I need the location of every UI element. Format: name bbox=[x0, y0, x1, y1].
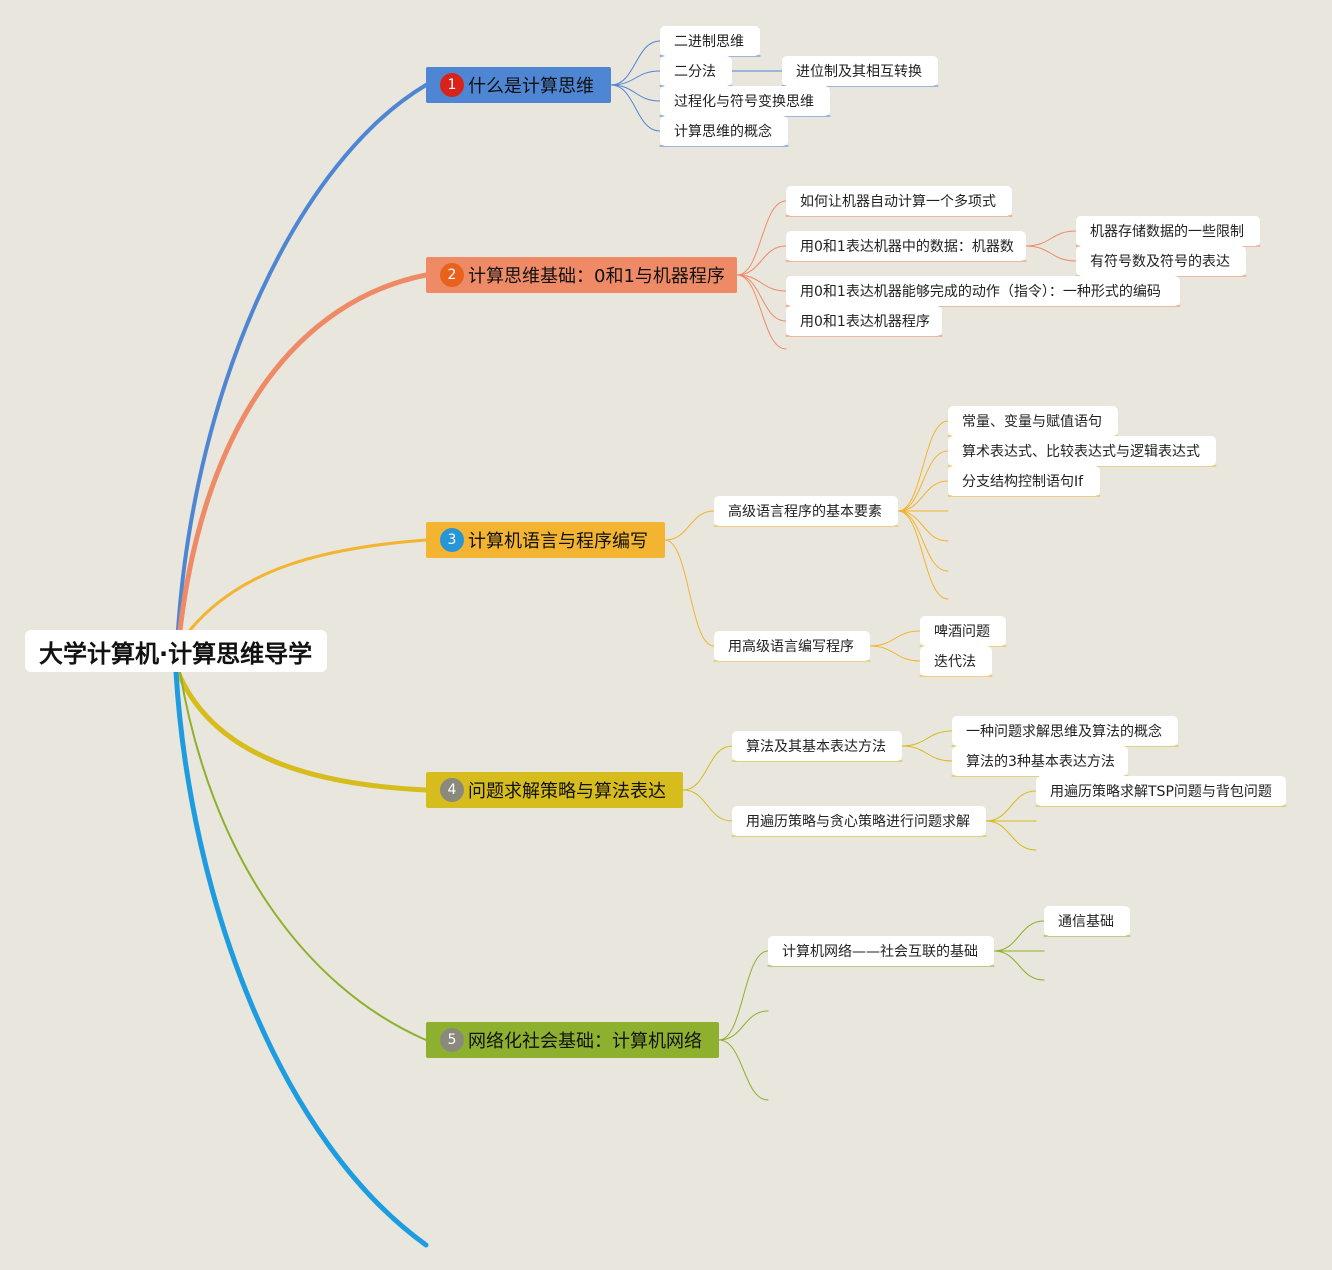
subtopic-1-3[interactable]: 过程化与符号变换思维 bbox=[660, 86, 830, 116]
connector-line bbox=[993, 950, 1045, 981]
connector-line bbox=[897, 480, 949, 512]
subtopic-3-2[interactable]: 用高级语言编写程序 bbox=[714, 631, 870, 661]
connector-line bbox=[736, 274, 787, 292]
connector-line bbox=[897, 510, 949, 600]
subtopic-1-2[interactable]: 二分法 bbox=[660, 56, 732, 86]
subtopic-4-1-2[interactable]: 算法的3种基本表达方法 bbox=[952, 746, 1128, 776]
connector-line bbox=[901, 745, 953, 762]
connector-line bbox=[176, 83, 428, 632]
connector-line bbox=[610, 40, 661, 86]
connector-line bbox=[985, 820, 1037, 851]
subtopic-2-3[interactable]: 用0和1表达机器能够完成的动作（指令）：一种形式的编码 bbox=[786, 276, 1180, 306]
connector-line bbox=[173, 669, 429, 1248]
connector-line bbox=[736, 200, 787, 276]
connector-line bbox=[897, 450, 949, 512]
connector-line bbox=[985, 790, 1037, 822]
connector-line bbox=[682, 745, 733, 791]
subtopic-5-1[interactable]: 计算机网络——社会互联的基础 bbox=[768, 936, 994, 966]
connector-line bbox=[664, 539, 715, 647]
connector-line bbox=[897, 420, 949, 512]
connector-line bbox=[188, 538, 428, 632]
connector-line bbox=[718, 1039, 769, 1101]
root-topic[interactable]: 大学计算机·计算思维导学 bbox=[25, 630, 327, 672]
badge-icon: 3 bbox=[440, 528, 464, 552]
connector-line bbox=[610, 70, 661, 86]
subtopic-3-1[interactable]: 高级语言程序的基本要素 bbox=[714, 496, 898, 526]
badge-icon: 2 bbox=[440, 263, 464, 287]
subtopic-4-2[interactable]: 用遍历策略与贪心策略进行问题求解 bbox=[732, 806, 986, 836]
connector-line bbox=[993, 920, 1045, 952]
connector-line bbox=[718, 950, 769, 1041]
subtopic-3-1-3[interactable]: 分支结构控制语句If bbox=[948, 466, 1100, 496]
connector-line bbox=[610, 84, 661, 102]
subtopic-4-1-1[interactable]: 一种问题求解思维及算法的概念 bbox=[952, 716, 1178, 746]
connector-line bbox=[175, 669, 429, 793]
connector-line bbox=[736, 245, 787, 276]
subtopic-1-4[interactable]: 计算思维的概念 bbox=[660, 116, 788, 146]
connector-line bbox=[1025, 245, 1077, 262]
connector-line bbox=[179, 671, 427, 1041]
subtopic-3-1-1[interactable]: 常量、变量与赋值语句 bbox=[948, 406, 1118, 436]
subtopic-2-4[interactable]: 用0和1表达机器程序 bbox=[786, 306, 942, 336]
connector-line bbox=[1025, 230, 1077, 247]
connector-line bbox=[869, 645, 921, 662]
subtopic-2-2-2[interactable]: 有符号数及符号的表达 bbox=[1076, 246, 1246, 276]
subtopic-1-2-1[interactable]: 进位制及其相互转换 bbox=[782, 56, 938, 86]
subtopic-2-1[interactable]: 如何让机器自动计算一个多项式 bbox=[786, 186, 1012, 216]
connector-line bbox=[736, 274, 787, 350]
connector-line bbox=[718, 1010, 769, 1041]
subtopic-4-1[interactable]: 算法及其基本表达方法 bbox=[732, 731, 902, 761]
subtopic-1-1[interactable]: 二进制思维 bbox=[660, 26, 760, 56]
connector-line bbox=[869, 630, 921, 647]
subtopic-2-2[interactable]: 用0和1表达机器中的数据：机器数 bbox=[786, 231, 1026, 261]
connector-line bbox=[736, 274, 787, 322]
subtopic-3-2-1[interactable]: 啤酒问题 bbox=[920, 616, 1006, 646]
badge-icon: 5 bbox=[440, 1028, 464, 1052]
subtopic-5-1-1[interactable]: 通信基础 bbox=[1044, 906, 1130, 936]
subtopic-4-2-1[interactable]: 用遍历策略求解TSP问题与背包问题 bbox=[1036, 776, 1286, 806]
connector-line bbox=[897, 510, 949, 572]
connector-line bbox=[901, 730, 953, 747]
connector-line bbox=[682, 789, 733, 822]
badge-icon: 4 bbox=[440, 778, 464, 802]
subtopic-2-2-1[interactable]: 机器存储数据的一些限制 bbox=[1076, 216, 1260, 246]
connector-line bbox=[664, 510, 715, 541]
connector-line bbox=[177, 272, 429, 633]
connector-line bbox=[897, 510, 949, 542]
subtopic-3-1-2[interactable]: 算术表达式、比较表达式与逻辑表达式 bbox=[948, 436, 1216, 466]
badge-icon: 1 bbox=[440, 73, 464, 97]
subtopic-3-2-2[interactable]: 迭代法 bbox=[920, 646, 992, 676]
connector-line bbox=[610, 84, 661, 132]
